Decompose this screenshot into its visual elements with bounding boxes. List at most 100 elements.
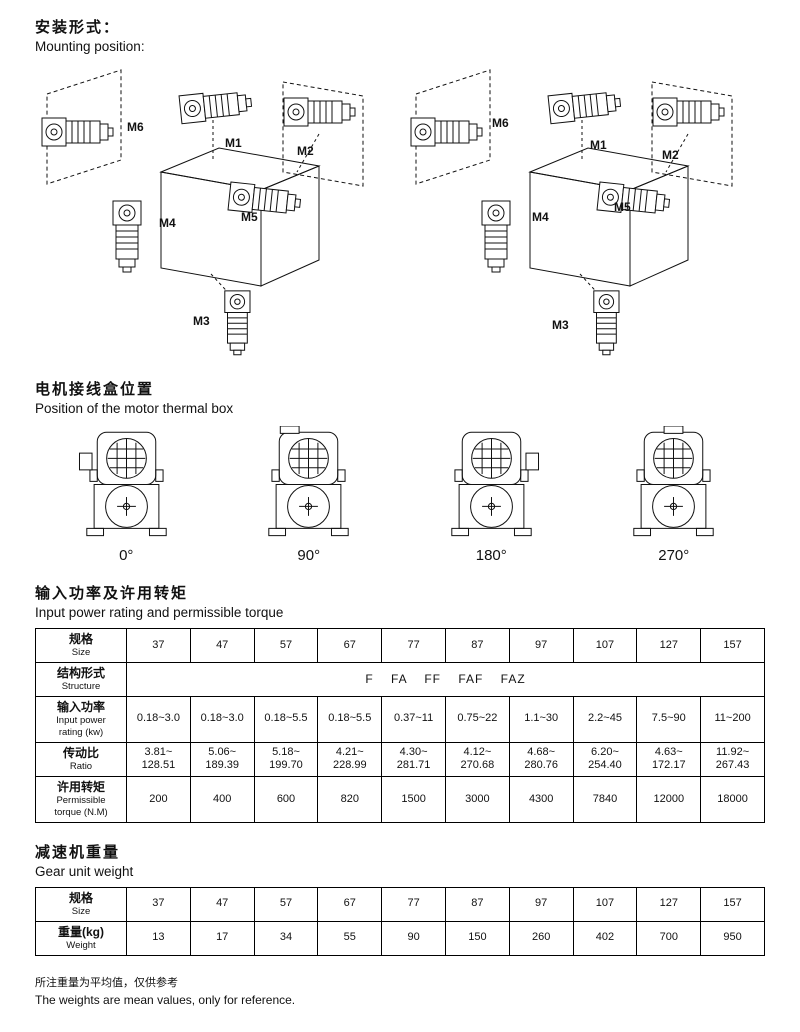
table-cell: 3.81~ 128.51 bbox=[126, 741, 191, 777]
table-cell: 37 bbox=[126, 628, 191, 663]
table-cell: 4.21~ 228.99 bbox=[317, 741, 383, 777]
table-cell: 0.37~11 bbox=[381, 695, 446, 743]
table-cell: 7.5~90 bbox=[636, 695, 702, 743]
mounting-label-m2: M2 bbox=[662, 148, 679, 162]
table-cell: 3000 bbox=[444, 776, 510, 823]
footnote-en: The weights are mean values, only for re… bbox=[35, 992, 296, 1007]
table-cell: 5.06~ 189.39 bbox=[189, 741, 255, 777]
thermal-box-title-en: Position of the motor thermal box bbox=[35, 401, 234, 416]
table-cell: 820 bbox=[317, 776, 383, 823]
mounting-label-m6: M6 bbox=[127, 120, 144, 134]
table-cell: 0.18~3.0 bbox=[189, 695, 255, 743]
table-cell: 18000 bbox=[700, 776, 765, 823]
thermal-box-title-zh: 电机接线盒位置 bbox=[35, 381, 155, 398]
table-cell: 600 bbox=[253, 776, 319, 823]
table-cell: 0.18~3.0 bbox=[126, 695, 191, 743]
mounting-label-m5: M5 bbox=[614, 200, 631, 214]
mounting-diagram-right: M6 M1 M2 M4 M5 M3 bbox=[404, 60, 765, 360]
table-cell: 127 bbox=[636, 628, 702, 663]
table-cell: 107 bbox=[572, 628, 638, 663]
power-torque-title-zh: 输入功率及许用转矩 bbox=[35, 585, 189, 602]
mounting-label-m2: M2 bbox=[297, 144, 314, 158]
power-torque-title-en: Input power rating and permissible torqu… bbox=[35, 605, 284, 620]
mounting-diagram-left: M6 M1 M2 M4 M5 M3 bbox=[35, 60, 396, 360]
motor-front-view-icon bbox=[633, 426, 714, 537]
motor-front-view-icon bbox=[451, 431, 549, 537]
mounting-label-m1: M1 bbox=[225, 136, 242, 150]
table-cell: 2.2~45 bbox=[572, 695, 638, 743]
mounting-label-m6: M6 bbox=[492, 116, 509, 130]
table-cell: 1.1~30 bbox=[508, 695, 574, 743]
table-cell: 97 bbox=[508, 628, 574, 663]
weight-title-en: Gear unit weight bbox=[35, 863, 134, 879]
table-cell: 77 bbox=[381, 886, 446, 922]
mounting-label-m4: M4 bbox=[159, 216, 176, 230]
table-cell: 950 bbox=[700, 920, 765, 956]
table-cell: 77 bbox=[381, 628, 446, 663]
table-cell: 0.75~22 bbox=[444, 695, 510, 743]
table-cell: 700 bbox=[636, 920, 702, 956]
table-cell: 87 bbox=[444, 628, 510, 663]
motor-view-180deg: 180° bbox=[400, 426, 583, 564]
table-cell: 127 bbox=[636, 886, 702, 922]
table-cell: 13 bbox=[126, 920, 191, 956]
thermal-box-section: 电机接线盒位置 Position of the motor thermal bo… bbox=[35, 378, 765, 564]
motor-view-90deg: 90° bbox=[218, 426, 401, 564]
weight-title-zh: 减速机重量 bbox=[35, 843, 121, 861]
table-cell: 400 bbox=[189, 776, 255, 823]
mounting-label-m3: M3 bbox=[552, 318, 569, 332]
table-cell: 37 bbox=[126, 886, 191, 922]
table-cell: 6.20~ 254.40 bbox=[572, 741, 638, 777]
mounting-label-m4: M4 bbox=[532, 210, 549, 224]
table-cell: 0.18~5.5 bbox=[253, 695, 319, 743]
mounting-label-m1: M1 bbox=[590, 138, 607, 152]
table-cell: 11.92~ 267.43 bbox=[700, 741, 765, 777]
table-cell: 4.12~ 270.68 bbox=[444, 741, 510, 777]
table-cell: 47 bbox=[189, 628, 255, 663]
table-cell: 34 bbox=[253, 920, 319, 956]
table-cell: 5.18~ 199.70 bbox=[253, 741, 319, 777]
motor-view-270deg: 270° bbox=[583, 426, 766, 564]
angle-label: 180° bbox=[475, 547, 507, 564]
motor-view-0deg: 0° bbox=[35, 426, 218, 564]
angle-label: 270° bbox=[658, 547, 690, 564]
table-cell: 90 bbox=[381, 920, 446, 956]
table-cell: 67 bbox=[317, 886, 383, 922]
table-cell: 0.18~5.5 bbox=[317, 695, 383, 743]
table-cell: 402 bbox=[572, 920, 638, 956]
table-cell: 107 bbox=[572, 886, 638, 922]
table-cell: 260 bbox=[508, 920, 574, 956]
mounting-diagram-right-drawing bbox=[404, 60, 765, 360]
footnote-zh: 所注重量为平均值，仅供参考 bbox=[35, 976, 178, 989]
table-cell: 157 bbox=[700, 886, 765, 922]
mounting-title-zh: 安装形式： bbox=[35, 19, 121, 36]
table-cell: 97 bbox=[508, 886, 574, 922]
table-cell: 11~200 bbox=[700, 695, 765, 743]
table-cell: 200 bbox=[126, 776, 191, 823]
mounting-label-m3: M3 bbox=[193, 314, 210, 328]
table-cell: 47 bbox=[189, 886, 255, 922]
row-header: 重量(kg)Weight bbox=[35, 920, 127, 956]
table-cell: 57 bbox=[253, 886, 319, 922]
table-cell: 150 bbox=[444, 920, 510, 956]
motor-front-view-icon bbox=[268, 426, 349, 537]
motor-front-views: 0° 90° 180° 270° bbox=[35, 426, 765, 564]
angle-label: 90° bbox=[297, 547, 321, 564]
mounting-section: 安装形式： Mounting position: M6 M1 M2 M4 M5 … bbox=[35, 16, 765, 360]
table-cell: 7840 bbox=[572, 776, 638, 823]
table-cell: 55 bbox=[317, 920, 383, 956]
table-cell: 4.63~ 172.17 bbox=[636, 741, 702, 777]
table-cell: 87 bbox=[444, 886, 510, 922]
